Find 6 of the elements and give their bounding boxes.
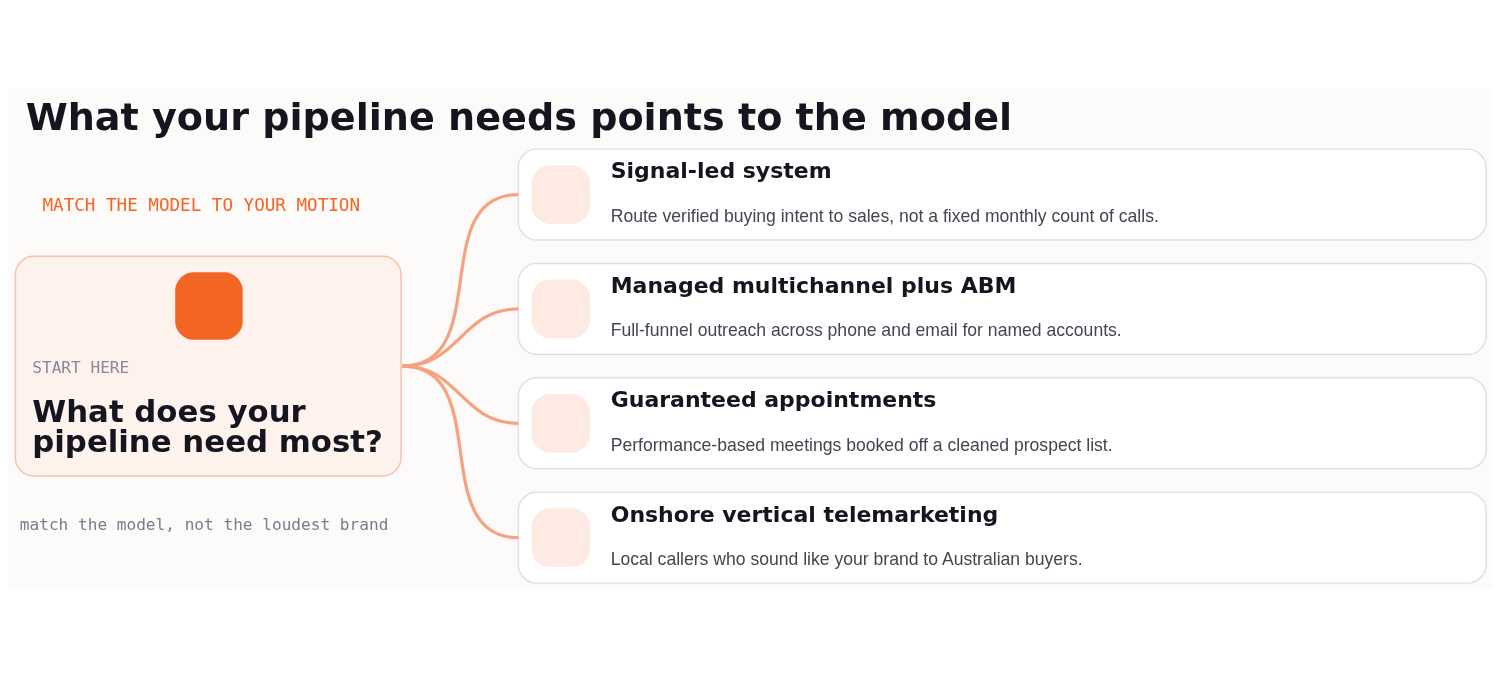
label: match the model, not the loudest brand — [19, 515, 389, 535]
connector — [402, 192, 519, 368]
connector — [402, 307, 519, 368]
label: MATCH THE MODEL TO YOUR MOTION — [42, 194, 361, 215]
diagram-title: What your pipeline needs points to the model — [25, 94, 1013, 139]
connector — [402, 364, 519, 540]
